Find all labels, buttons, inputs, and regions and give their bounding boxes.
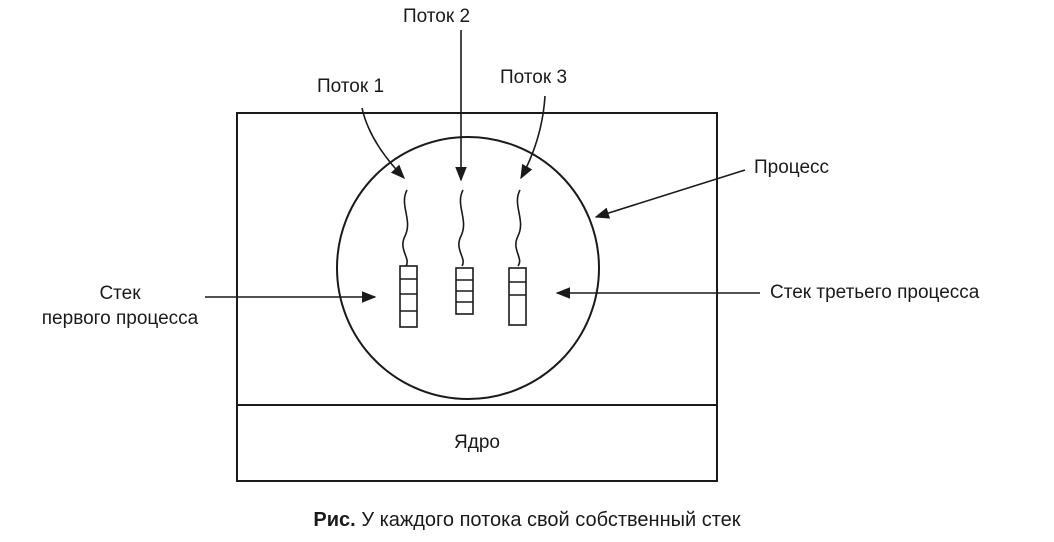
stack-1 bbox=[399, 265, 418, 328]
caption-text: У каждого потока свой собственный стек bbox=[361, 509, 741, 531]
kernel-box bbox=[236, 404, 718, 482]
stack-3 bbox=[508, 267, 527, 326]
label-thread-1: Поток 1 bbox=[317, 76, 385, 97]
label-stack-1-line1: Стек bbox=[99, 283, 141, 304]
thread-1-line bbox=[402, 189, 409, 267]
arrow-thread-3 bbox=[520, 95, 546, 180]
user-space-box bbox=[236, 112, 718, 406]
thread-2-line bbox=[458, 189, 465, 267]
thread-3-line bbox=[515, 189, 522, 267]
stack-2 bbox=[455, 267, 474, 315]
label-kernel: Ядро bbox=[454, 432, 500, 453]
figure-caption: Рис. У каждого потока свой собственный с… bbox=[0, 508, 1054, 532]
label-process: Процесс bbox=[754, 157, 830, 178]
process-circle bbox=[336, 136, 600, 400]
caption-prefix: Рис. bbox=[313, 509, 356, 531]
label-thread-2: Поток 2 bbox=[403, 6, 471, 27]
label-stack-3: Стек третьего процесса bbox=[770, 282, 980, 303]
arrow-thread-1 bbox=[361, 107, 405, 180]
arrow-process bbox=[594, 169, 746, 219]
label-stack-1-line2: первого процесса bbox=[41, 308, 199, 329]
label-thread-3: Поток 3 bbox=[500, 67, 568, 88]
